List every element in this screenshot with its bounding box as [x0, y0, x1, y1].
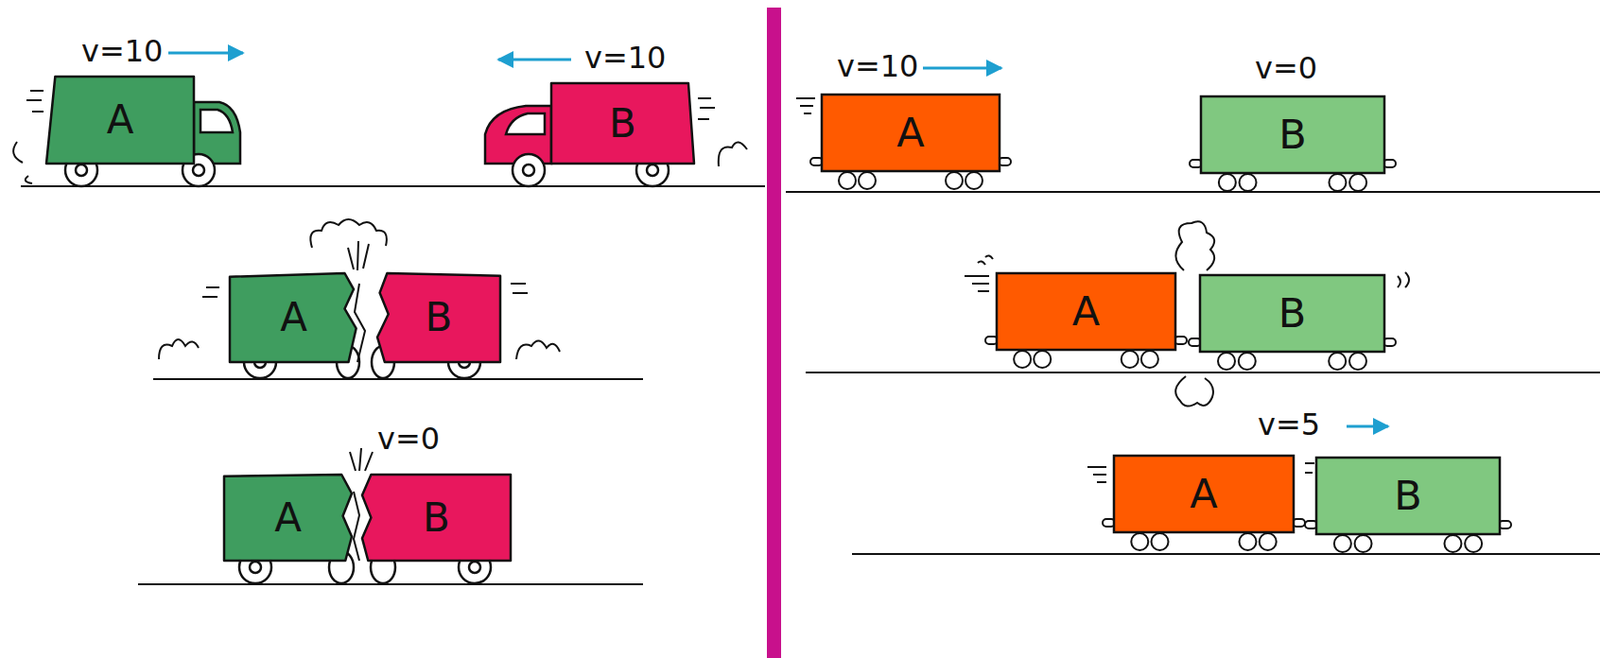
wheel: [965, 172, 983, 190]
wagon: B: [1200, 96, 1385, 174]
vehicle-letter: B: [422, 498, 451, 539]
wheel: [1328, 173, 1346, 192]
wheel: [1218, 173, 1236, 192]
wagon-body: [1113, 455, 1294, 533]
ground: [20, 186, 1600, 585]
cargo-body: [224, 474, 352, 561]
vehicle-letter: A: [106, 100, 135, 140]
truck-cargo: B: [362, 474, 511, 561]
vehicle-letter: A: [1072, 291, 1100, 332]
wheel: [838, 172, 856, 190]
velocity-label: v=10: [836, 51, 919, 82]
cargo-body: [377, 273, 501, 363]
wheel: [1033, 350, 1051, 368]
wagon: A: [996, 273, 1176, 350]
wagon: B: [1200, 275, 1385, 352]
wheel: [1130, 533, 1148, 551]
wagon-body: [821, 94, 1000, 172]
wheel: [1239, 173, 1257, 192]
velocity-arrow: [168, 52, 1389, 427]
wheel: [1013, 350, 1031, 368]
wheel: [1141, 350, 1159, 368]
vehicle-letter: A: [896, 112, 924, 154]
vehicle-letter: B: [608, 104, 637, 144]
wheel: [1334, 535, 1352, 553]
wheel: [1151, 533, 1169, 551]
vehicle-letter: B: [1393, 475, 1423, 517]
wagon-body: [996, 273, 1176, 350]
wheel: [858, 172, 876, 190]
wagon-body: [1200, 275, 1385, 352]
wheel: [1121, 350, 1139, 368]
vehicle-letter: A: [274, 498, 302, 539]
wheel: [1238, 352, 1256, 370]
wheel: [1349, 352, 1367, 370]
cargo-body: [229, 273, 357, 363]
wheel: [1355, 535, 1373, 553]
wheel: [1259, 533, 1277, 551]
velocity-label: v=5: [1257, 409, 1321, 440]
cargo-body: [46, 76, 194, 164]
vehicle-letter: B: [425, 297, 453, 338]
wagon-body: [1200, 96, 1385, 174]
wheel: [1217, 352, 1235, 370]
divider: [766, 7, 782, 658]
velocity-label: v=10: [81, 35, 163, 67]
wagon: B: [1316, 457, 1500, 535]
vehicle-letter: B: [1278, 114, 1307, 156]
wagon-body: [1316, 457, 1500, 535]
vehicle-letter: A: [279, 297, 308, 338]
truck-cargo: B: [551, 83, 695, 164]
wheel: [1349, 173, 1367, 192]
wheel: [945, 172, 963, 190]
wheel: [1443, 535, 1461, 553]
wagon: A: [1113, 455, 1294, 533]
wheel: [65, 154, 669, 584]
vehicle-letter: B: [1278, 293, 1307, 334]
wheel: [1328, 352, 1346, 370]
velocity-label: v=0: [377, 423, 440, 454]
wheel: [1464, 535, 1482, 553]
truck-cargo: A: [46, 76, 194, 164]
truck-cargo: A: [229, 273, 358, 363]
truck-cab: [193, 102, 552, 164]
cargo-body: [362, 474, 511, 561]
velocity-label: v=10: [584, 42, 666, 73]
vehicle-letter: A: [1189, 473, 1218, 515]
wheel: [1238, 533, 1256, 551]
velocity-label: v=0: [1254, 52, 1318, 84]
cargo-body: [551, 83, 695, 164]
truck-cargo: A: [224, 474, 352, 561]
truck-cargo: B: [377, 273, 501, 363]
wagon: A: [821, 94, 1000, 172]
